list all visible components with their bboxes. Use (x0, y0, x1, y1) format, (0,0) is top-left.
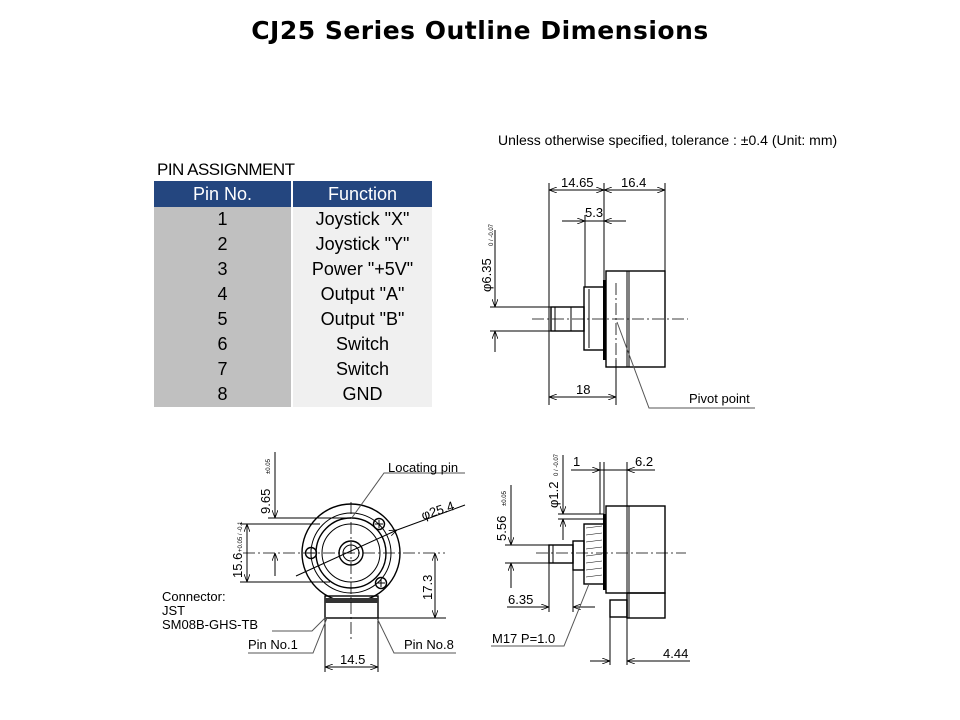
connector-label-line2: JST (162, 603, 185, 618)
pin8-label: Pin No.8 (404, 637, 454, 652)
dim-15-6-tolerance: +0.05 / -0.1 (238, 521, 244, 552)
pin-function: Output "B" (292, 307, 432, 332)
dim-9-65: 9.65 (258, 489, 273, 514)
diameter-25-4: φ25.4 (419, 498, 456, 523)
dim-14-5: 14.5 (340, 652, 365, 667)
pin1-label: Pin No.1 (248, 637, 298, 652)
pin-function: Switch (292, 357, 432, 382)
pivot-point-label: Pivot point (689, 391, 750, 406)
dim-5-56: 5.56 (494, 516, 509, 541)
page-title: CJ25 Series Outline Dimensions (251, 16, 709, 45)
dim-6-35: 6.35 (508, 592, 533, 607)
pin-number: 7 (154, 357, 293, 382)
side-view-2-drawing: 1 6.2 φ1.2 0 / -0.07 5.56 ±0.05 6.35 M17… (491, 453, 690, 665)
pin-function: GND (292, 382, 432, 407)
pin-number: 3 (154, 257, 293, 282)
connector-label-line1: Connector: (162, 589, 226, 604)
dim-17-3: 17.3 (420, 575, 435, 600)
dim-4-44: 4.44 (663, 646, 688, 661)
pin-diameter: φ1.2 (546, 481, 561, 508)
front-view-drawing: Locating pin φ25.4 9.65 ±0.05 15.6 +0.05… (162, 452, 466, 672)
header-function: Function (292, 181, 432, 207)
dim-9-65-tolerance: ±0.05 (266, 458, 272, 474)
pin-assignment-title: PIN ASSIGNMENT (157, 160, 295, 179)
pin-function: Switch (292, 332, 432, 357)
pin-number: 4 (154, 282, 293, 307)
pin-number: 1 (154, 207, 293, 232)
dim-16-4: 16.4 (621, 175, 646, 190)
dim-5-3: 5.3 (585, 205, 603, 220)
side-view-drawing: 14.65 16.4 5.3 18 φ6.35 0 / -0.07 Pivot … (479, 175, 755, 409)
dim-6-2: 6.2 (635, 454, 653, 469)
table-header-row: Pin No. Function (154, 181, 432, 207)
pin-function: Joystick "X" (292, 207, 432, 232)
pin-function: Power "+5V" (292, 257, 432, 282)
pin-number: 5 (154, 307, 293, 332)
thread-outline (583, 286, 605, 351)
dim-14-65: 14.65 (561, 175, 594, 190)
connector-side (609, 599, 628, 618)
connector-label-line3: SM08B-GHS-TB (162, 617, 258, 632)
screw-icons (304, 517, 388, 590)
shaft-diameter-tolerance: 0 / -0.07 (489, 223, 495, 246)
locating-pin-label: Locating pin (388, 460, 458, 475)
connector-outline (324, 595, 379, 619)
pin-function: Joystick "Y" (292, 232, 432, 257)
pin-function: Output "A" (292, 282, 432, 307)
dim-18: 18 (576, 382, 590, 397)
dim-1: 1 (573, 454, 580, 469)
header-pin-no: Pin No. (154, 181, 293, 207)
pin-number: 2 (154, 232, 293, 257)
tolerance-note: Unless otherwise specified, tolerance : … (498, 132, 838, 148)
pin-diameter-tolerance: 0 / -0.07 (554, 453, 560, 476)
flange (603, 280, 606, 360)
thread-label: M17 P=1.0 (492, 631, 555, 646)
pin-number: 8 (154, 382, 293, 407)
shaft-diameter: φ6.35 (479, 258, 494, 292)
dim-15-6: 15.6 (230, 553, 245, 578)
pin-number: 6 (154, 332, 293, 357)
dim-5-56-tolerance: ±0.05 (502, 490, 508, 506)
